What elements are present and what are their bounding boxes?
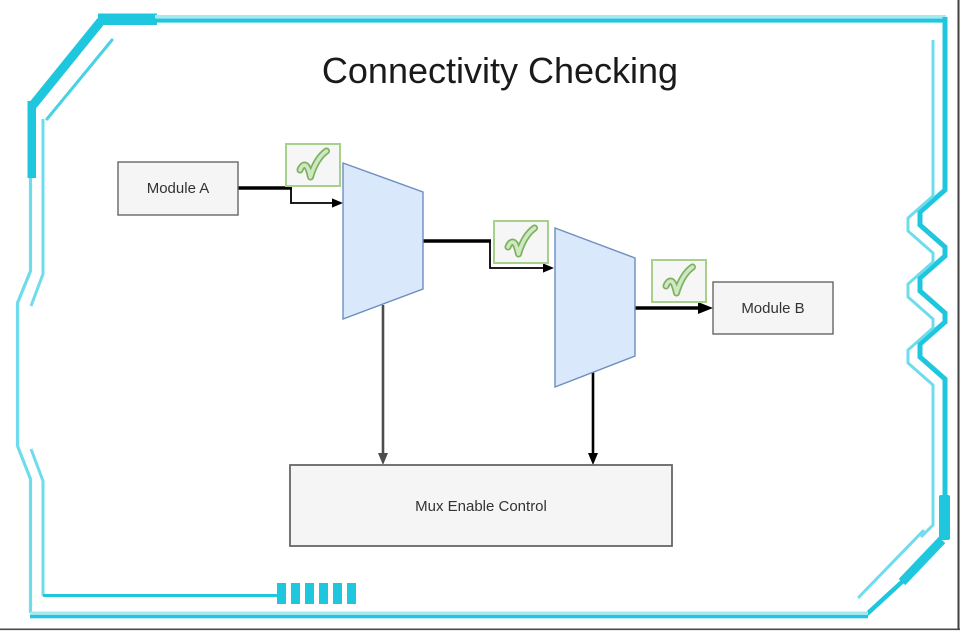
mux-2-shape [554,226,636,389]
frame-top-left-corner [29,13,157,121]
mux-enable-control-label: Mux Enable Control [415,498,547,515]
edge-mux1-to-enable-control [378,305,388,465]
frame-left-edge [15,101,45,613]
edge-mux2-to-module-b [635,302,713,314]
check-icon [286,144,340,186]
edge-mux2-to-enable-control [588,372,598,465]
node-mux-enable-control: Mux Enable Control [289,464,673,547]
frame-bottom-right-corner [857,529,946,616]
edge-mux1-to-mux2 [423,239,554,273]
check-icon [652,260,706,302]
node-module-b: Module B [712,281,834,335]
module-a-label: Module A [147,180,210,197]
mux-1-shape [342,162,424,321]
frame-top-edge [155,15,946,23]
frame-bottom-edge [30,594,868,619]
diagram-title: Connectivity Checking [322,50,678,91]
frame-right-edge [906,17,950,540]
frame-dashes [277,583,356,604]
node-module-a: Module A [117,161,239,216]
module-b-label: Module B [741,300,804,317]
edge-module-a-to-mux1 [238,186,343,208]
check-icon [494,221,548,263]
